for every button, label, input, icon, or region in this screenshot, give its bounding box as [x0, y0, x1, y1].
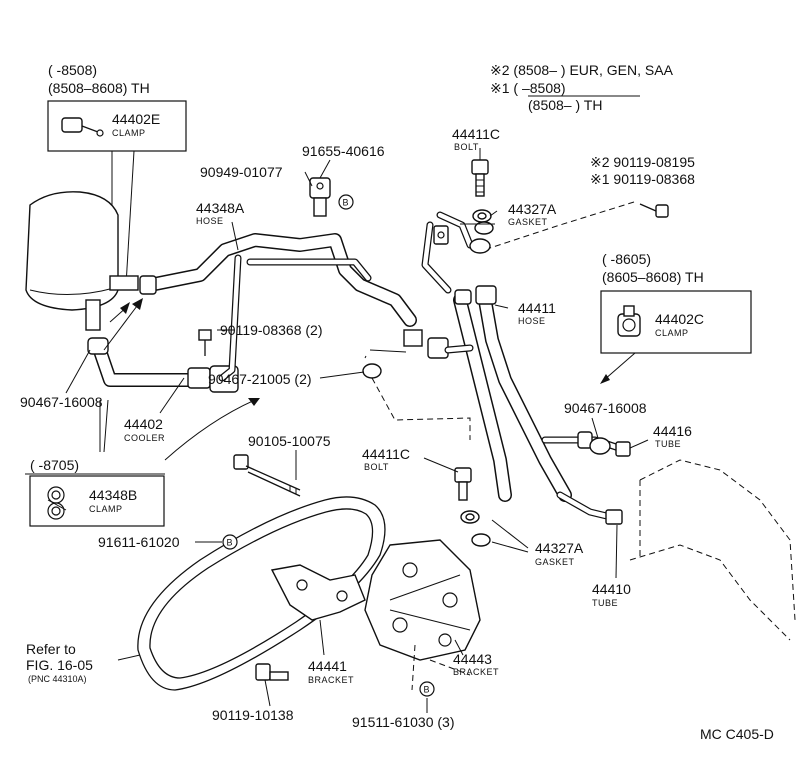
union-fitting [421, 211, 491, 294]
label-44411c-mid: 44411C [362, 446, 410, 462]
label-44327a-mid-sub: GASKET [535, 557, 575, 567]
label-90467-16008-right: 90467-16008 [564, 400, 647, 416]
steering-gear [629, 459, 796, 641]
gasket-44327a-mid [460, 510, 491, 547]
label-90467-21005: 90467-21005 (2) [208, 371, 312, 387]
note-top-right-1: ※2 (8508– ) EUR, GEN, SAA [490, 62, 674, 78]
refer-line-2: FIG. 16-05 [26, 657, 93, 673]
bolt-44411c-mid [454, 467, 472, 501]
clamp-44402c-desc: CLAMP [655, 328, 689, 338]
b-mark-bottom-text: B [424, 685, 430, 695]
label-44411c-mid-sub: BOLT [364, 462, 389, 472]
diagram-code: MC C405-D [700, 726, 774, 742]
label-91655-40616: 91655-40616 [302, 143, 385, 159]
note-top-right-3: (8508– ) TH [528, 97, 602, 113]
bolt-90105-10075 [233, 454, 301, 497]
bolt-44411c-top [471, 159, 489, 197]
label-44327a-top-sub: GASKET [508, 217, 548, 227]
tube-44410 [556, 491, 623, 525]
gasket-44327a-top [472, 209, 494, 235]
label-44411c-top: 44411C [452, 126, 500, 142]
bolt-90119-08368 [198, 329, 212, 356]
label-44327a-top: 44327A [508, 201, 557, 217]
hose-44348a [139, 233, 417, 382]
clamp-44402c-number: 44402C [655, 311, 704, 327]
bolt-90119-08195 [639, 203, 669, 218]
b-mark-mid [222, 534, 238, 550]
clamp-44348b-desc: CLAMP [89, 504, 123, 514]
clamp-icon [617, 305, 641, 337]
label-90119-10138: 90119-10138 [212, 707, 294, 723]
label-44410: 44410 [592, 581, 631, 597]
clamp-44348b-box[interactable]: 44348B CLAMP [29, 475, 165, 527]
label-44411: 44411 [518, 300, 556, 316]
cooler-44402 [87, 337, 239, 393]
label-44327a-mid: 44327A [535, 540, 584, 556]
clamp-icon [61, 117, 104, 137]
clamp-icon [47, 486, 67, 520]
hose-44411 [444, 285, 572, 502]
b-mark-top [338, 194, 354, 210]
label-91611-61020: 91611-61020 [98, 534, 180, 550]
tube-44416 [541, 431, 631, 457]
label-44443-sub: BRACKET [453, 667, 499, 677]
clamp-44402e-box[interactable]: 44402E CLAMP [47, 100, 187, 152]
label-90119-08195: ※2 90119-08195 [590, 154, 695, 170]
clamp-90949 [309, 177, 331, 217]
label-44443: 44443 [453, 651, 492, 667]
label-90119-08368-top: ※1 90119-08368 [590, 171, 695, 187]
label-44410-sub: TUBE [592, 598, 618, 608]
label-44348a-sub: HOSE [196, 216, 224, 226]
clamp-44402e-desc: CLAMP [112, 128, 146, 138]
label-44441-sub: BRACKET [308, 675, 354, 685]
note-mid-right-2: (8605–8608) TH [602, 269, 704, 285]
label-44411c-top-sub: BOLT [454, 142, 479, 152]
note-mid-right-1: ( -8605) [602, 251, 651, 267]
bracket-44443 [364, 539, 481, 661]
note-top-right-2: ※1 ( –8508) [490, 80, 566, 96]
clamp-44348b-number: 44348B [89, 487, 137, 503]
label-91511-61030: 91511-61030 (3) [352, 714, 454, 730]
clamp-90467-21005 [362, 329, 449, 379]
b-mark-mid-text: B [227, 538, 233, 548]
b-mark-bottom [419, 681, 435, 697]
label-90119-08368: 90119-08368 (2) [220, 322, 322, 338]
note-top-left-2: (8508–8608) TH [48, 80, 150, 96]
drive-belt [137, 496, 386, 691]
label-44416-sub: TUBE [655, 439, 681, 449]
label-90467-16008-left: 90467-16008 [20, 394, 103, 410]
note-mid-left-1: ( -8705) [30, 457, 79, 473]
label-44348a: 44348A [196, 200, 245, 216]
refer-line-1: Refer to [26, 641, 76, 657]
reservoir [25, 191, 139, 331]
bolt-90119-10138 [255, 663, 289, 681]
label-44441: 44441 [308, 658, 347, 674]
label-44411-sub: HOSE [518, 316, 546, 326]
refer-line-3: (PNC 44310A) [28, 674, 87, 684]
label-90949-01077: 90949-01077 [200, 164, 283, 180]
bracket-44441 [270, 564, 366, 621]
note-top-left-1: ( -8508) [48, 62, 97, 78]
label-90105-10075: 90105-10075 [248, 433, 331, 449]
b-mark-top-text: B [343, 198, 349, 208]
label-44416: 44416 [653, 423, 692, 439]
label-44402: 44402 [124, 416, 163, 432]
label-44402-sub: COOLER [124, 433, 165, 443]
clamp-44402c-box[interactable]: 44402C CLAMP [600, 290, 752, 354]
clamp-44402e-number: 44402E [112, 111, 160, 127]
